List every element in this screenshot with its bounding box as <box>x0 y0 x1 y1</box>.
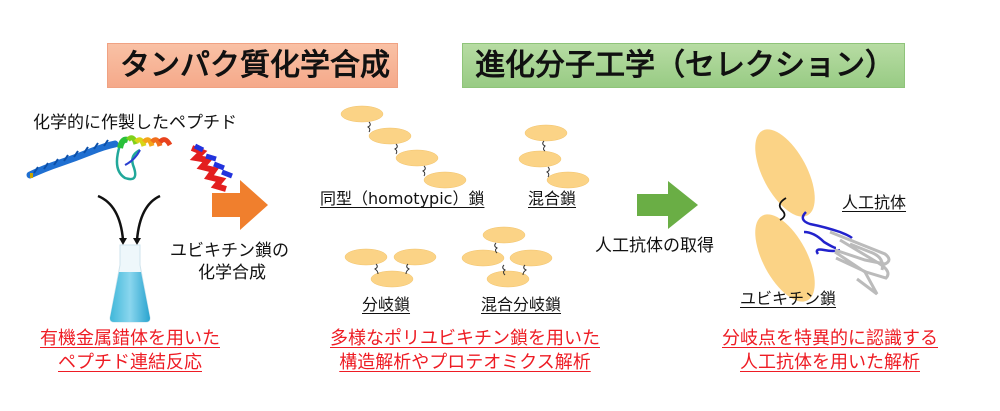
conclusion-left-line2: ペプチド連結反応 <box>58 352 202 373</box>
conclusion-right-line2: 人工抗体を用いた解析 <box>740 352 920 373</box>
homotypic-chain-icon <box>340 105 467 189</box>
flask-icon <box>109 244 151 323</box>
artificial-antibody-label: 人工抗体 <box>842 193 907 212</box>
header-evolutionary-molecular-engineering: 進化分子工学（セレクション） <box>462 43 905 88</box>
homotypic-chain-label: 同型（homotypic）鎖 <box>320 189 485 208</box>
mixed-chain-label: 混合鎖 <box>528 189 577 208</box>
branched-chain-icon <box>344 248 437 288</box>
branched-chain-label: 分岐鎖 <box>362 295 411 314</box>
conclusion-middle-line1: 多様なポリユビキチン鎖を用いた <box>330 328 600 349</box>
peptide-rainbow-icon <box>115 135 173 181</box>
orange-arrow-icon <box>212 180 268 230</box>
conclusion-middle-line2: 構造解析やプロテオミクス解析 <box>339 352 591 373</box>
arrow-label-ubiquitin-synthesis-2: 化学合成 <box>198 263 266 283</box>
peptide-helix-blue-icon <box>26 139 119 179</box>
conclusion-right-line1: 分岐点を特異的に認識する <box>722 328 938 349</box>
arrow-label-ubiquitin-synthesis-1: ユビキチン鎖の <box>170 241 289 261</box>
header-protein-chemical-synthesis: タンパク質化学合成 <box>107 43 398 88</box>
mixed-branched-chain-icon <box>461 226 553 288</box>
mixed-branched-chain-label: 混合分岐鎖 <box>481 295 562 314</box>
arrow-label-antibody-acquisition: 人工抗体の取得 <box>595 236 714 256</box>
ubiquitin-chain-label: ユビキチン鎖 <box>740 289 837 308</box>
mixed-chain-icon <box>518 124 590 189</box>
pour-arrows-icon <box>97 194 161 245</box>
antibody-complex-icon <box>755 129 891 302</box>
peptides-label: 化学的に作製したペプチド <box>33 113 237 133</box>
peptide-helix-redblue-icon <box>189 143 233 192</box>
conclusion-left-line1: 有機金属錯体を用いた <box>40 328 220 349</box>
green-arrow-icon <box>637 181 698 229</box>
